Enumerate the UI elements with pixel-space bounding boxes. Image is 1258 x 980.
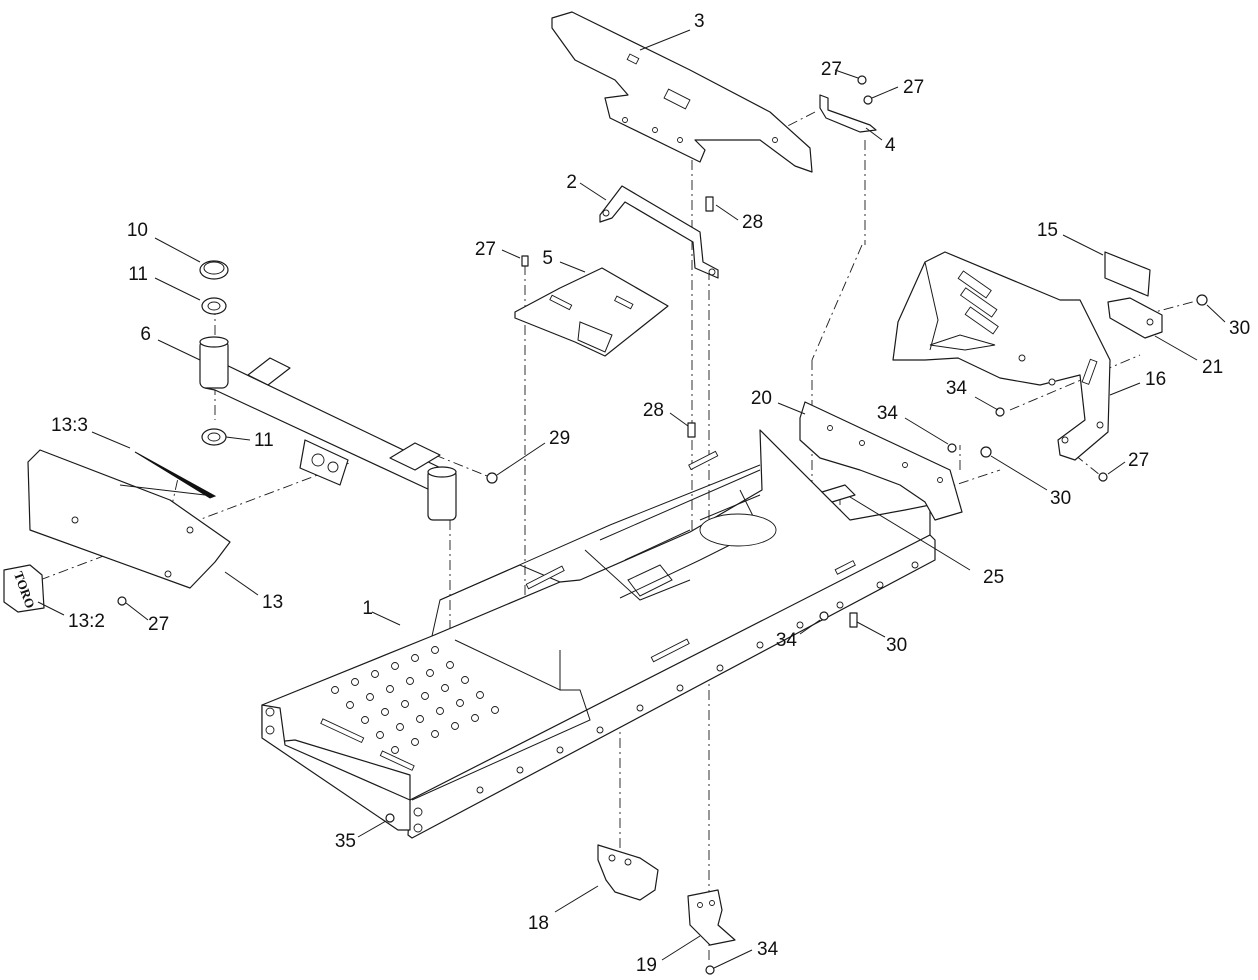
callout-1: 1 bbox=[362, 598, 373, 619]
decal-15 bbox=[1104, 251, 1151, 297]
screw-27-d bbox=[117, 596, 127, 606]
main-frame bbox=[261, 429, 936, 839]
bracket-19 bbox=[687, 889, 736, 946]
nut-29 bbox=[486, 472, 498, 484]
bolt-30-a bbox=[1196, 294, 1208, 306]
side-plate-20 bbox=[799, 401, 963, 521]
callout-21: 21 bbox=[1202, 357, 1223, 378]
bolt-28-a bbox=[705, 196, 714, 212]
nut-34-d bbox=[705, 965, 715, 975]
bearing-11-bottom bbox=[201, 428, 227, 446]
nut-34-c bbox=[819, 611, 829, 621]
callout-27-e: 27 bbox=[1128, 450, 1149, 471]
callout-30-a: 30 bbox=[1229, 318, 1250, 339]
callout-18: 18 bbox=[528, 913, 549, 934]
callout-13-3: 13:3 bbox=[51, 415, 88, 436]
bolt-28-b bbox=[687, 422, 696, 438]
callout-34-a: 34 bbox=[946, 378, 968, 399]
bracket-18 bbox=[597, 844, 659, 901]
panel-plate-3 bbox=[551, 11, 813, 173]
cover-stripe-13-3 bbox=[134, 451, 217, 499]
callout-10: 10 bbox=[127, 220, 148, 241]
callout-13: 13 bbox=[262, 592, 283, 613]
nut-35 bbox=[385, 813, 395, 823]
callout-20: 20 bbox=[751, 388, 772, 409]
callout-29: 29 bbox=[549, 428, 570, 449]
callout-6: 6 bbox=[140, 324, 151, 345]
callout-27-d: 27 bbox=[148, 614, 169, 635]
fasteners bbox=[117, 75, 1208, 975]
bracket-21 bbox=[1107, 297, 1163, 339]
callout-3: 3 bbox=[694, 11, 705, 32]
callout-34-b: 34 bbox=[877, 403, 899, 424]
leader-lines bbox=[37, 29, 1226, 969]
callout-30-c: 30 bbox=[886, 635, 907, 656]
axle-cap-10 bbox=[199, 260, 229, 280]
callout-34-d: 34 bbox=[757, 939, 779, 960]
callout-15: 15 bbox=[1037, 220, 1058, 241]
bracket-2 bbox=[599, 185, 719, 279]
callout-28-b: 28 bbox=[643, 400, 664, 421]
callout-35: 35 bbox=[335, 831, 356, 852]
callout-11-top: 11 bbox=[128, 264, 148, 285]
mount-plate-5 bbox=[514, 267, 669, 357]
callout-16: 16 bbox=[1145, 369, 1166, 390]
callout-28-a: 28 bbox=[742, 212, 763, 233]
callout-19: 19 bbox=[636, 955, 657, 976]
callout-11-bottom: 11 bbox=[254, 430, 274, 451]
callout-34-c: 34 bbox=[776, 630, 798, 651]
screw-27-a bbox=[857, 75, 867, 85]
screw-27-c bbox=[521, 255, 529, 267]
bracket-4 bbox=[819, 94, 877, 133]
decal-25 bbox=[821, 484, 856, 503]
callout-27-a: 27 bbox=[821, 59, 842, 80]
bolt-30-c bbox=[849, 612, 858, 628]
callout-5: 5 bbox=[542, 248, 553, 269]
front-axle-6 bbox=[199, 336, 457, 521]
callout-4: 4 bbox=[885, 135, 896, 156]
screw-27-b bbox=[863, 95, 873, 105]
callout-30-b: 30 bbox=[1050, 488, 1071, 509]
front-cover-13 bbox=[27, 449, 231, 589]
callout-labels: 1 2 3 4 5 6 10 11 11 13 13:2 13:3 15 16 … bbox=[51, 11, 1250, 976]
screw-27-e bbox=[1098, 472, 1108, 482]
callout-27-b: 27 bbox=[903, 77, 924, 98]
floor-grid bbox=[331, 646, 499, 754]
toro-decal-13-2: TORO bbox=[3, 564, 45, 613]
bearing-11-top bbox=[201, 297, 227, 315]
callout-27-c: 27 bbox=[475, 239, 496, 260]
callout-2: 2 bbox=[566, 172, 577, 193]
bolt-30-b bbox=[980, 446, 992, 458]
callout-13-2: 13:2 bbox=[68, 611, 105, 632]
rear-bracket-16 bbox=[892, 251, 1111, 461]
nut-34-b bbox=[947, 443, 957, 453]
callout-25: 25 bbox=[983, 567, 1004, 588]
